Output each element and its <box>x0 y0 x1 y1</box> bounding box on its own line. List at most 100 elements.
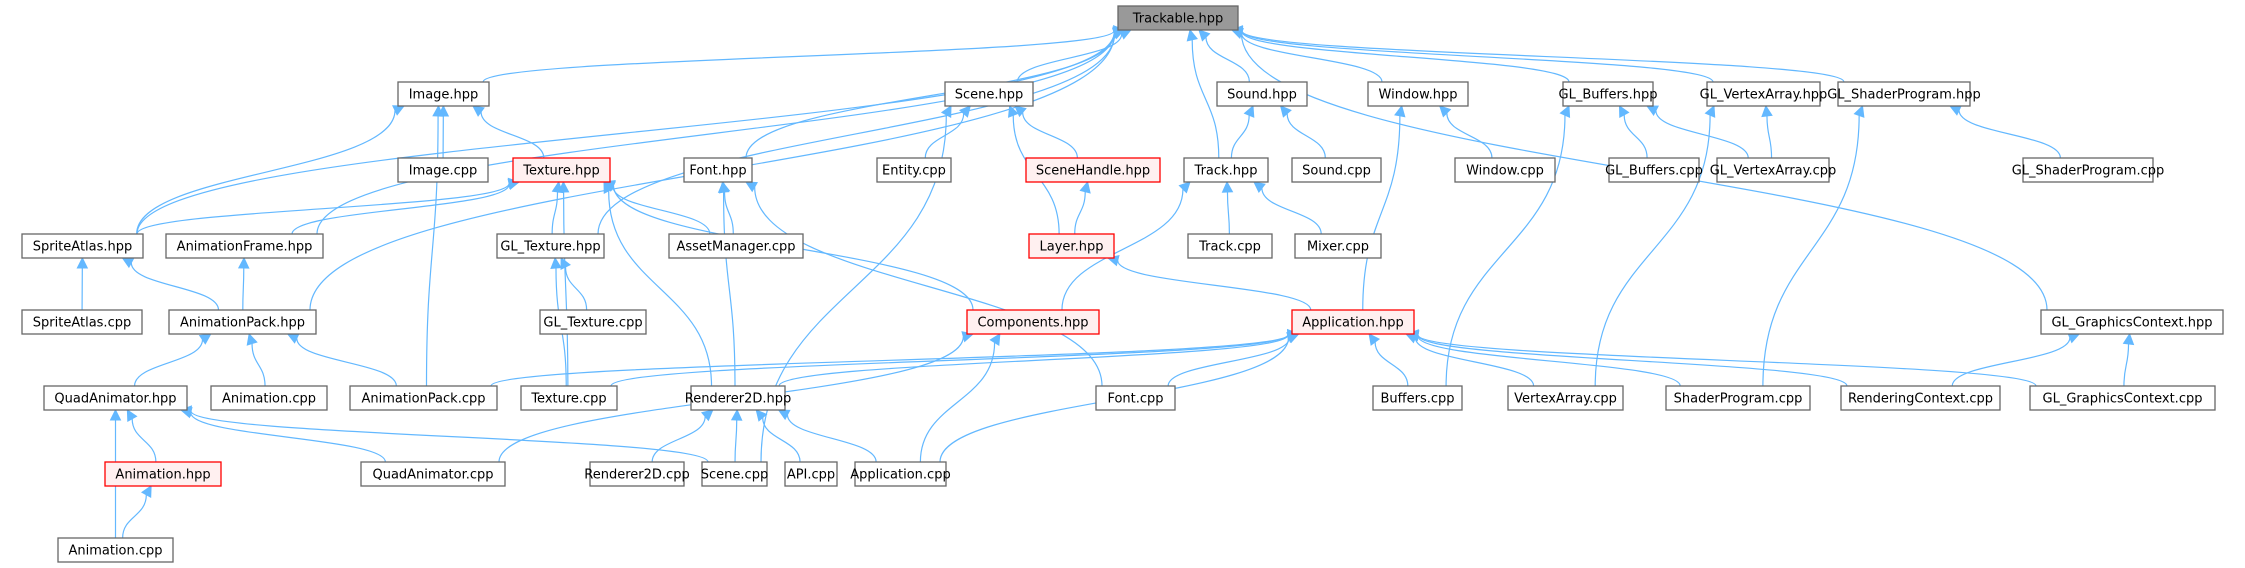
node-box[interactable] <box>165 233 324 259</box>
node-box[interactable] <box>1608 157 1700 183</box>
node-box[interactable] <box>1187 233 1273 259</box>
node-texture-hpp[interactable]: Texture.hpp <box>512 157 611 183</box>
node-gl-buffers-hpp[interactable]: GL_Buffers.hpp <box>1559 81 1658 107</box>
node-box[interactable] <box>2040 309 2224 335</box>
node-font-cpp[interactable]: Font.cpp <box>1095 385 1176 411</box>
node-scene-hpp[interactable]: Scene.hpp <box>944 81 1034 107</box>
node-box[interactable] <box>1454 157 1556 183</box>
node-gl-shaderprogram-hpp[interactable]: GL_ShaderProgram.hpp <box>1827 81 1981 107</box>
node-gl-graphicscontext-cpp[interactable]: GL_GraphicsContext.cpp <box>2029 385 2216 411</box>
node-animation-cpp-a[interactable]: Animation.cpp <box>210 385 328 411</box>
node-sound-cpp[interactable]: Sound.cpp <box>1291 157 1382 183</box>
node-gl-vertexarray-cpp[interactable]: GL_VertexArray.cpp <box>1710 157 1837 183</box>
node-box[interactable] <box>1025 157 1161 183</box>
node-box[interactable] <box>512 157 611 183</box>
node-gl-texture-cpp[interactable]: GL_Texture.cpp <box>539 309 647 335</box>
node-image-cpp[interactable]: Image.cpp <box>397 157 489 183</box>
node-box[interactable] <box>1294 233 1382 259</box>
node-animationpack-hpp[interactable]: AnimationPack.hpp <box>168 309 317 335</box>
node-sound-hpp[interactable]: Sound.hpp <box>1216 81 1308 107</box>
node-animation-cpp-b[interactable]: Animation.cpp <box>57 537 174 563</box>
node-box[interactable] <box>589 461 685 487</box>
node-box[interactable] <box>210 385 328 411</box>
node-layer-hpp[interactable]: Layer.hpp <box>1028 233 1115 259</box>
node-box[interactable] <box>2022 157 2154 183</box>
node-box[interactable] <box>1837 81 1971 107</box>
node-track-hpp[interactable]: Track.hpp <box>1183 157 1269 183</box>
node-track-cpp[interactable]: Track.cpp <box>1187 233 1273 259</box>
node-box[interactable] <box>1840 385 2001 411</box>
node-box[interactable] <box>1216 81 1308 107</box>
node-box[interactable] <box>1706 81 1821 107</box>
node-entity-cpp[interactable]: Entity.cpp <box>876 157 952 183</box>
node-animationpack-cpp[interactable]: AnimationPack.cpp <box>349 385 498 411</box>
node-application-cpp[interactable]: Application.cpp <box>850 461 951 487</box>
node-box[interactable] <box>966 309 1100 335</box>
node-box[interactable] <box>1291 309 1415 335</box>
node-animationframe-hpp[interactable]: AnimationFrame.hpp <box>165 233 324 259</box>
node-quadanimator-cpp[interactable]: QuadAnimator.cpp <box>360 461 506 487</box>
node-shaderprogram-cpp[interactable]: ShaderProgram.cpp <box>1665 385 1811 411</box>
node-box[interactable] <box>701 461 768 487</box>
node-gl-shaderprogram-cpp[interactable]: GL_ShaderProgram.cpp <box>2012 157 2165 183</box>
node-animation-hpp[interactable]: Animation.hpp <box>104 461 222 487</box>
node-box[interactable] <box>1095 385 1176 411</box>
node-box[interactable] <box>104 461 222 487</box>
node-box[interactable] <box>1372 385 1463 411</box>
node-box[interactable] <box>397 157 489 183</box>
node-box[interactable] <box>43 385 188 411</box>
node-application-hpp[interactable]: Application.hpp <box>1291 309 1415 335</box>
node-renderingcontext-cpp[interactable]: RenderingContext.cpp <box>1840 385 2001 411</box>
node-box[interactable] <box>2029 385 2216 411</box>
node-box[interactable] <box>690 385 786 411</box>
node-box[interactable] <box>854 461 947 487</box>
node-renderer2d-hpp[interactable]: Renderer2D.hpp <box>685 385 792 411</box>
node-font-hpp[interactable]: Font.hpp <box>683 157 753 183</box>
node-box[interactable] <box>683 157 753 183</box>
node-box[interactable] <box>668 233 804 259</box>
node-box[interactable] <box>1562 81 1654 107</box>
node-box[interactable] <box>21 233 144 259</box>
node-vertexarray-cpp[interactable]: VertexArray.cpp <box>1507 385 1624 411</box>
node-window-hpp[interactable]: Window.hpp <box>1367 81 1469 107</box>
node-box[interactable] <box>784 461 838 487</box>
node-gl-graphicscontext-hpp[interactable]: GL_GraphicsContext.hpp <box>2040 309 2224 335</box>
node-box[interactable] <box>1117 5 1239 31</box>
node-box[interactable] <box>1367 81 1469 107</box>
node-box[interactable] <box>876 157 952 183</box>
node-window-cpp[interactable]: Window.cpp <box>1454 157 1556 183</box>
node-box[interactable] <box>539 309 647 335</box>
node-box[interactable] <box>1291 157 1382 183</box>
node-box[interactable] <box>496 233 605 259</box>
node-box[interactable] <box>1183 157 1269 183</box>
node-components-hpp[interactable]: Components.hpp <box>966 309 1100 335</box>
node-renderer2d-cpp[interactable]: Renderer2D.cpp <box>584 461 690 487</box>
node-trackable-hpp[interactable]: Trackable.hpp <box>1117 5 1239 31</box>
node-box[interactable] <box>1665 385 1811 411</box>
node-quadanimator-hpp[interactable]: QuadAnimator.hpp <box>43 385 188 411</box>
node-box[interactable] <box>397 81 490 107</box>
node-gl-texture-hpp[interactable]: GL_Texture.hpp <box>496 233 605 259</box>
node-box[interactable] <box>168 309 317 335</box>
node-mixer-cpp[interactable]: Mixer.cpp <box>1294 233 1382 259</box>
node-box[interactable] <box>1716 157 1830 183</box>
node-scenehandle-hpp[interactable]: SceneHandle.hpp <box>1025 157 1161 183</box>
node-spriteatlas-hpp[interactable]: SpriteAtlas.hpp <box>21 233 144 259</box>
node-gl-buffers-cpp[interactable]: GL_Buffers.cpp <box>1605 157 1703 183</box>
node-box[interactable] <box>944 81 1034 107</box>
node-api-cpp[interactable]: API.cpp <box>784 461 838 487</box>
node-box[interactable] <box>1507 385 1624 411</box>
node-spriteatlas-cpp[interactable]: SpriteAtlas.cpp <box>21 309 143 335</box>
node-scene-cpp[interactable]: Scene.cpp <box>701 461 768 487</box>
node-box[interactable] <box>520 385 618 411</box>
node-assetmanager-cpp[interactable]: AssetManager.cpp <box>668 233 804 259</box>
node-box[interactable] <box>360 461 506 487</box>
node-box[interactable] <box>1028 233 1115 259</box>
node-box[interactable] <box>57 537 174 563</box>
node-box[interactable] <box>21 309 143 335</box>
node-gl-vertexarray-hpp[interactable]: GL_VertexArray.hpp <box>1700 81 1828 107</box>
node-buffers-cpp[interactable]: Buffers.cpp <box>1372 385 1463 411</box>
node-image-hpp[interactable]: Image.hpp <box>397 81 490 107</box>
node-box[interactable] <box>349 385 498 411</box>
node-texture-cpp[interactable]: Texture.cpp <box>520 385 618 411</box>
